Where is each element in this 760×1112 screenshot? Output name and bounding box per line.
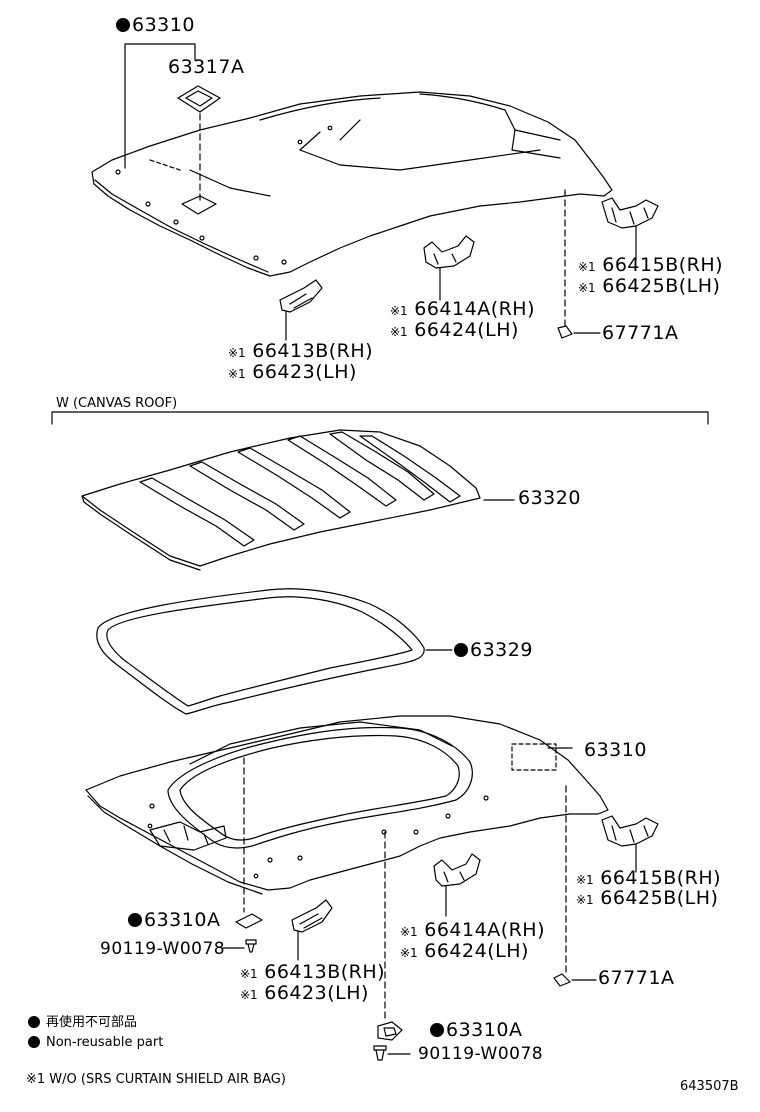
label-holder-rear-rh-top: ※1 66415B(RH)	[578, 254, 724, 276]
roof-seal-drawing	[96, 588, 453, 715]
label-holder-front-rh-canvas: ※1 66413B(RH)	[240, 961, 386, 983]
label-headliner-top: 63310	[116, 16, 195, 35]
label-holder-front-lh-canvas: ※1 66423(LH)	[240, 982, 369, 1004]
label-holder-rear-lh-top: ※1 66425B(LH)	[578, 275, 721, 297]
non-reusable-dot-icon	[28, 1016, 40, 1028]
label-holder-mid-rh-canvas: ※1 66414A(RH)	[400, 919, 546, 941]
legend-note: ※1 W/O (SRS CURTAIN SHIELD AIR BAG)	[26, 1072, 286, 1087]
label-holder-mid-lh-canvas: ※1 66424(LH)	[400, 940, 529, 962]
section-label-canvas-roof: W (CANVAS ROOF)	[56, 396, 178, 411]
label-plate-left: 63310A	[128, 911, 220, 930]
legend-english: Non-reusable part	[28, 1036, 163, 1049]
label-screw-bottom: 90119-W0078	[418, 1044, 544, 1064]
non-reusable-dot-icon	[454, 643, 468, 657]
canvas-roof-section-bracket	[51, 411, 709, 425]
legend-japanese: 再使用不可部品	[28, 1016, 137, 1029]
label-holder-front-rh-top: ※1 66413B(RH)	[228, 340, 374, 362]
label-plate-bottom: 63310A	[430, 1021, 522, 1040]
label-holder-rear-lh-canvas: ※1 66425B(LH)	[576, 887, 719, 909]
label-pad: 63317A	[168, 56, 245, 78]
top-headliner-drawing	[91, 43, 659, 341]
label-headliner-canvas: 63310	[584, 739, 647, 761]
bottom-headliner-drawing	[85, 715, 659, 1061]
label-screw-left: 90119-W0078	[100, 939, 226, 959]
label-clip-top: 67771A	[602, 322, 679, 344]
non-reusable-dot-icon	[116, 18, 130, 32]
label-holder-front-lh-top: ※1 66423(LH)	[228, 361, 357, 383]
label-holder-mid-lh-top: ※1 66424(LH)	[390, 319, 519, 341]
label-roof-seal: 63329	[454, 641, 533, 660]
label-holder-mid-rh-top: ※1 66414A(RH)	[390, 298, 536, 320]
label-clip-canvas: 67771A	[598, 967, 675, 989]
non-reusable-dot-icon	[128, 913, 142, 927]
label-holder-rear-rh-canvas: ※1 66415B(RH)	[576, 867, 722, 889]
non-reusable-dot-icon	[28, 1036, 40, 1048]
canvas-panel-drawing	[81, 429, 515, 571]
label-canvas-panel: 63320	[518, 487, 581, 509]
non-reusable-dot-icon	[430, 1023, 444, 1037]
drawing-number: 643507B	[680, 1079, 739, 1094]
